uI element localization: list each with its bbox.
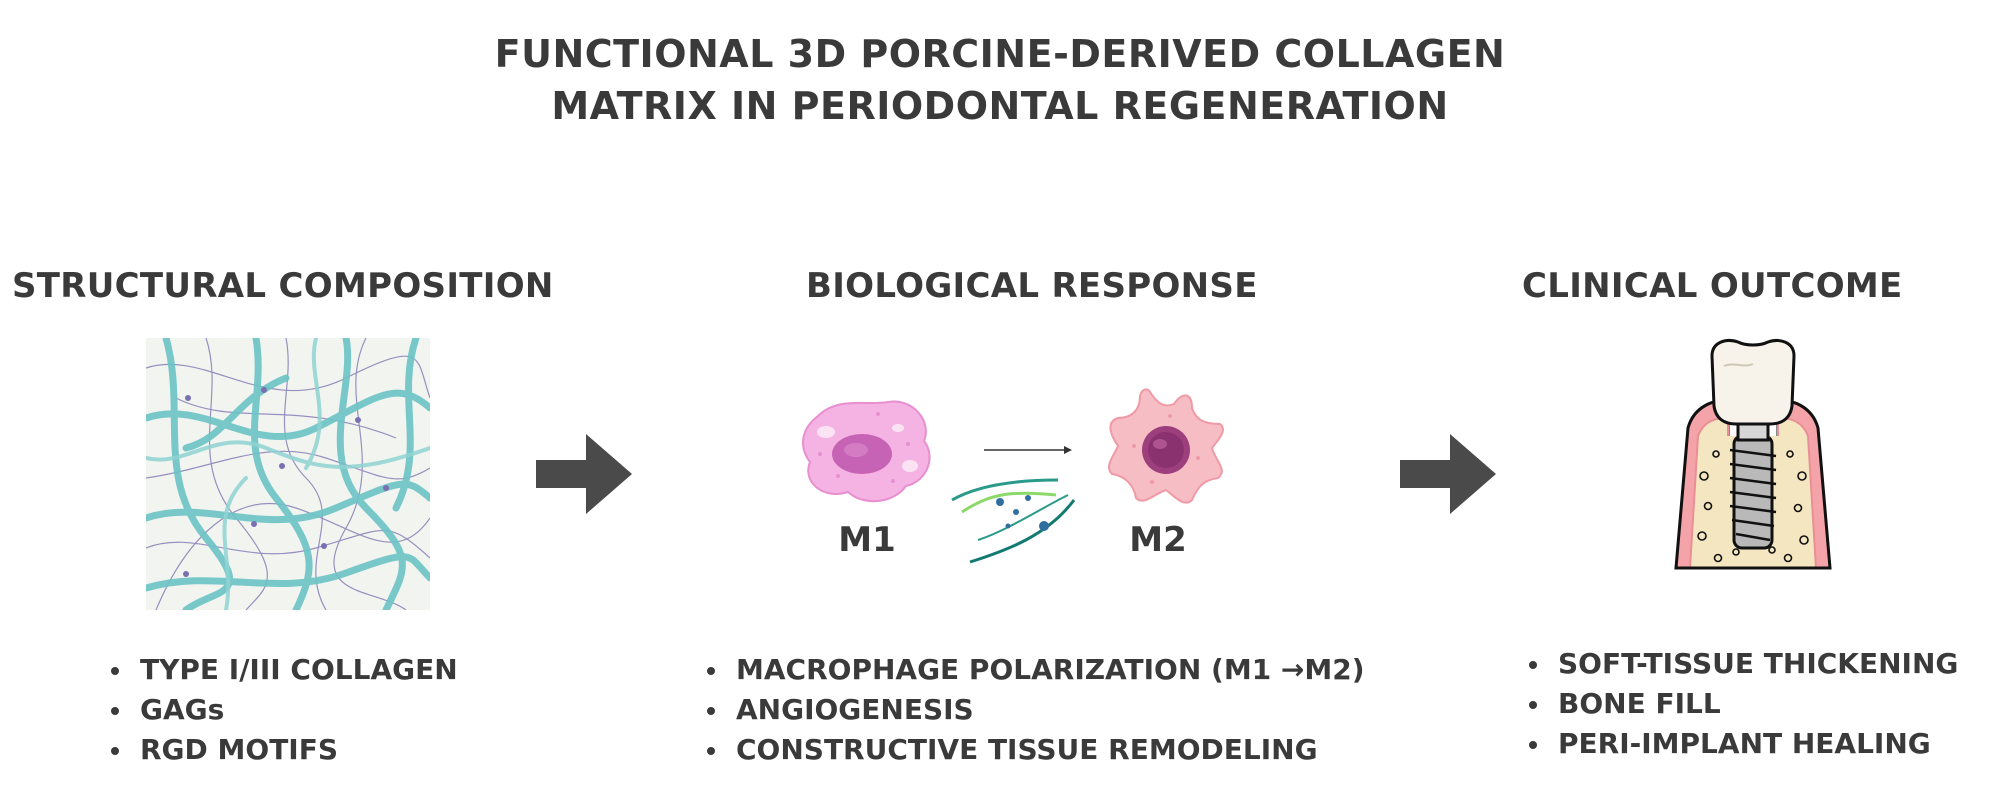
heading-clinical-outcome: CLINICAL OUTCOME <box>1522 266 1903 306</box>
list-item: BONE FILL <box>1526 684 1958 724</box>
diagram-title: FUNCTIONAL 3D PORCINE-DERIVED COLLAGEN M… <box>0 28 2000 132</box>
list-item: CONSTRUCTIVE TISSUE REMODELING <box>704 730 1365 770</box>
m2-label: M2 <box>1129 520 1187 560</box>
right-arrow-icon <box>536 434 632 514</box>
m1-macrophage-icon <box>802 400 931 503</box>
title-line-1: FUNCTIONAL 3D PORCINE-DERIVED COLLAGEN <box>494 32 1506 76</box>
list-item: ANGIOGENESIS <box>704 690 1365 730</box>
right-arrow-icon <box>1400 434 1496 514</box>
list-item: PERI-IMPLANT HEALING <box>1526 724 1958 764</box>
title-line-2: MATRIX IN PERIODONTAL REGENERATION <box>551 84 1449 128</box>
biological-response-list: MACROPHAGE POLARIZATION (M1 →M2) ANGIOGE… <box>704 650 1365 770</box>
clinical-outcome-list: SOFT-TISSUE THICKENING BONE FILL PERI-IM… <box>1526 644 1958 764</box>
dental-implant-icon <box>1674 339 1832 570</box>
list-item: SOFT-TISSUE THICKENING <box>1526 644 1958 684</box>
polarization-transition-icon <box>951 446 1076 564</box>
list-item: RGD MOTIFS <box>108 730 458 770</box>
list-item: MACROPHAGE POLARIZATION (M1 →M2) <box>704 650 1365 690</box>
m1-label: M1 <box>838 520 896 560</box>
m2-macrophage-icon <box>1108 388 1224 504</box>
heading-structural-composition: STRUCTURAL COMPOSITION <box>12 266 554 306</box>
structural-composition-list: TYPE I/III COLLAGEN GAGs RGD MOTIFS <box>108 650 458 770</box>
list-item: GAGs <box>108 690 458 730</box>
heading-biological-response: BIOLOGICAL RESPONSE <box>806 266 1258 306</box>
collagen-fiber-mesh-image <box>146 338 430 610</box>
list-item: TYPE I/III COLLAGEN <box>108 650 458 690</box>
